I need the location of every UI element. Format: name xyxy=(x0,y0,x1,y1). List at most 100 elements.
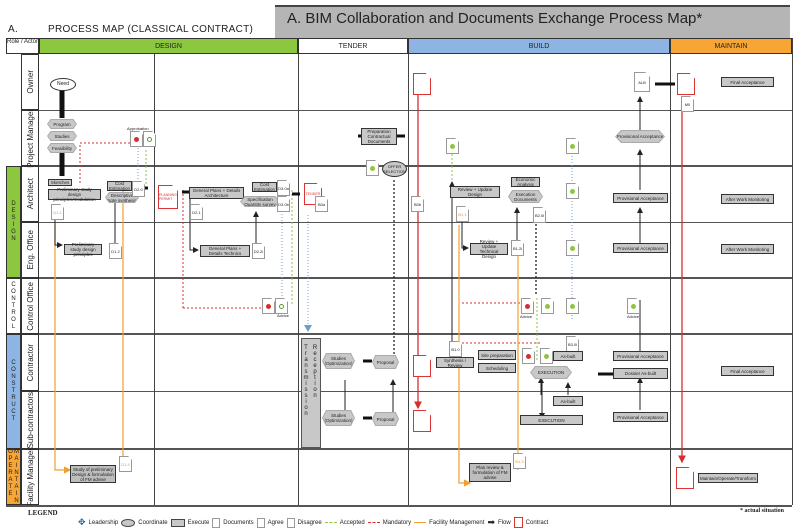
doc-d2-1: D2.1 xyxy=(190,204,203,220)
provisional-arch-node: Provisional Acceptance xyxy=(613,193,668,203)
approbation-disagree-doc xyxy=(130,131,143,147)
prelim-design-node: Preliminary study design principles/modu… xyxy=(48,187,101,202)
disagree-icon xyxy=(134,136,139,142)
build-contract-contractor xyxy=(413,355,431,377)
descriptive-note-node: Descriptive Note synthesis xyxy=(105,192,139,203)
facility-management-line-icon xyxy=(414,522,427,523)
approbation-label: Approbation xyxy=(127,126,149,131)
group-design: DESIGN xyxy=(6,166,21,278)
proposal-2-node: Proposal xyxy=(372,412,399,426)
doc-m0: M0 xyxy=(681,96,694,112)
doc-d2-2: D2.2i xyxy=(252,243,265,259)
agree-icon xyxy=(450,143,455,149)
flow-line xyxy=(54,210,63,248)
synthesis-review-node: Synthesis / Review xyxy=(436,357,474,368)
doc-b0a: B0a xyxy=(315,196,328,212)
contract-icon xyxy=(513,517,523,528)
control-agree-doc-4 xyxy=(627,298,640,314)
role-facility-manager: Facility Manager xyxy=(21,448,39,506)
advice-label-1: Advice xyxy=(520,314,533,319)
document-arrow xyxy=(304,325,312,332)
agree-icon xyxy=(544,353,549,359)
build-contract-owner xyxy=(413,73,431,95)
agree-icon xyxy=(570,188,575,194)
review-update-tech-node: Review + Update Technical Design xyxy=(470,239,508,259)
doc-b1-3: B1.3 xyxy=(513,453,526,469)
page-title: A. BIM Collaboration and Documents Excha… xyxy=(287,10,703,27)
flow-line xyxy=(189,192,199,253)
prep-contract-docs-node: Preparation Contractual Documents xyxy=(361,128,397,145)
studies-opt-1-node: Studies (Optimization) xyxy=(322,353,355,369)
provisional-eng-node: Provisional Acceptance xyxy=(613,243,668,253)
contractor-disagree-doc xyxy=(522,348,535,364)
legend-title: LEGEND xyxy=(28,509,58,517)
general-plans-arch-node: General Plans + Details Architecture xyxy=(189,187,244,199)
lane-divider xyxy=(39,448,792,450)
doc-b3-0: B3.0i xyxy=(566,336,579,352)
column-divider xyxy=(408,54,409,505)
agree-icon xyxy=(570,303,575,309)
build-agree-doc-2 xyxy=(566,183,579,199)
feasibility-node: Feasibility xyxy=(47,143,77,153)
prelim-eng-node: Preliminary study design principles xyxy=(64,242,102,257)
flow-arrow-icon: ➡ xyxy=(487,517,495,527)
build-agree-doc xyxy=(446,138,459,154)
provisional-pm-node: Provisional Acceptance xyxy=(615,130,665,143)
scheduling-node: Scheduling xyxy=(478,363,516,373)
lane-divider xyxy=(39,333,792,335)
final-acceptance-contractor-node: Final Acceptance xyxy=(721,366,774,376)
transmission-label: Transmission xyxy=(303,345,309,417)
proposal-1-node: Proposal xyxy=(372,355,399,369)
cost-estimation-node: Cost Estimation xyxy=(107,181,132,191)
role-project-manager: Project Manager xyxy=(21,109,39,167)
title-banner xyxy=(275,5,790,40)
phase-maintain: MAINTAIN xyxy=(670,38,792,54)
disagree-icon xyxy=(266,303,271,309)
final-acceptance-owner-node: Final Acceptance xyxy=(721,77,774,87)
reception-label: Reception xyxy=(312,345,318,399)
phase-design: DESIGN xyxy=(39,38,298,54)
documents-icon xyxy=(212,517,221,528)
role-sub-contractors: Sub-contractors xyxy=(21,391,39,449)
footnote: * actual situation xyxy=(740,508,785,514)
role-contractor: Contractor xyxy=(21,334,39,391)
asbuilt-1-node: As-built xyxy=(553,351,583,361)
after-work-2-node: After Work Monitoring xyxy=(721,244,774,254)
doc-alb: ALB xyxy=(634,72,650,92)
doc-b1-2: B1.2i xyxy=(511,240,524,256)
build-contract-sub xyxy=(413,410,431,432)
lane-divider xyxy=(39,391,792,392)
contractor-agree-doc xyxy=(540,348,553,364)
plan-review-node: Plan review & formulation of FM advise xyxy=(469,463,511,482)
group-construct: CONSTRUCT xyxy=(6,334,21,449)
doc-d2-0: D2.0 xyxy=(132,181,145,197)
offer-agree-doc xyxy=(366,160,379,176)
sketches-node: Sketches xyxy=(48,179,72,186)
disagree-icon xyxy=(526,353,531,359)
provisional-sub-node: Provisional Acceptance xyxy=(613,412,668,422)
role-owner: Owner xyxy=(21,54,39,110)
group-control: CONTROL xyxy=(6,278,21,334)
general-plans-tech-node: General Plans + Details Technics xyxy=(200,245,250,257)
doc-b1-1: B1.1 xyxy=(456,206,469,222)
studies-opt-2-node: Studies (Optimization) xyxy=(322,410,355,426)
asbuilt-2-node: As-built xyxy=(553,396,583,406)
mandatory-line xyxy=(79,142,130,183)
planning-permit-contract: PLANNING PERMIT xyxy=(158,185,178,209)
agree-icon xyxy=(370,165,375,171)
role-actor-header: Role / Actor xyxy=(6,38,39,54)
mandatory-line-icon xyxy=(367,522,380,523)
doc-d3-0b: D3.0b xyxy=(277,196,290,212)
build-agree-doc-3 xyxy=(566,240,579,256)
economic-analysis-node: Economic Analysis xyxy=(511,177,540,187)
lane-divider xyxy=(39,277,792,279)
agree-icon xyxy=(147,136,152,142)
doc-b0b: B0b xyxy=(411,196,424,212)
doc-d3-0a: D3.0a xyxy=(277,180,290,196)
flow-line xyxy=(461,215,469,251)
program-node: Program xyxy=(47,119,77,129)
fm-study-node: Study of preliminary Design & formulatio… xyxy=(70,465,116,483)
execution-1-node: EXECUTION xyxy=(530,366,572,379)
execution-2-node: EXECUTION xyxy=(520,415,583,425)
cost-estimation-2-node: Cost Estimation xyxy=(252,182,277,192)
